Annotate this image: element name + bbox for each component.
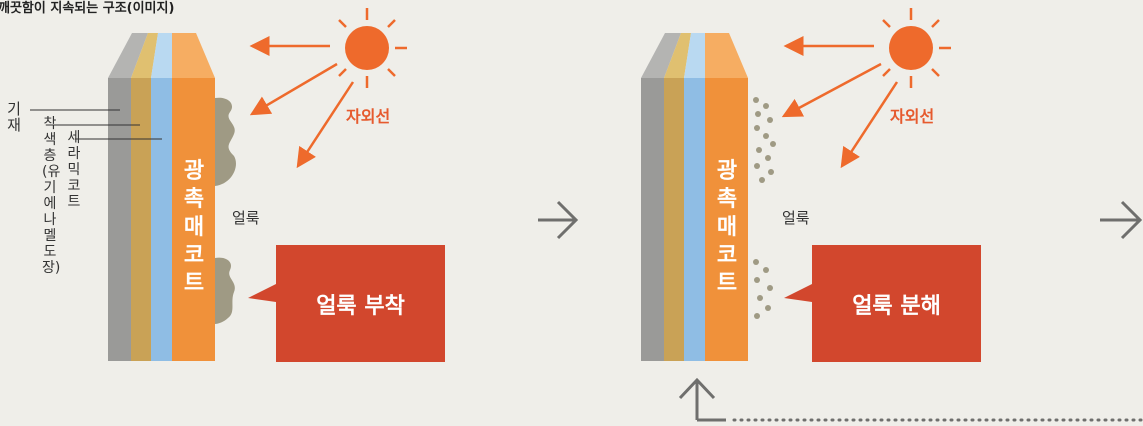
base-layer [108,78,131,361]
arrow-right-icon [538,200,579,240]
ceramic-layer [151,78,172,361]
sun-icon [882,8,951,88]
label-stain: 얼룩 [232,209,260,227]
decomposed-stain [753,97,776,319]
page-title: 깨끗함이 지속되는 구조(이미지) [0,1,175,16]
label-uv: 자외선 [346,107,391,126]
arrow-up-icon [678,377,726,422]
label-stain-2: 얼룩 [782,209,810,227]
label-base: 기재 [7,100,21,134]
label-color-layer: 착색층(유기 에나멜 도장) [42,116,61,276]
callout-box-2-label: 얼룩 분해 [852,293,941,319]
stain-1 [215,97,236,186]
callout-box-2: 얼룩 분해 [812,245,981,362]
label-photocatalyst-2: 광촉매 코트 [716,159,738,296]
arrow-right-icon [1100,200,1143,240]
callout-box-1-label: 얼룩 부착 [316,293,405,319]
panel-2-layers [641,33,748,361]
callout-box-1: 얼룩 부착 [276,245,445,362]
photocatalyst-layer [172,78,215,361]
label-ceramic: 세라믹 코트 [67,130,81,210]
panel-1-layers [108,33,215,361]
stain-2 [215,257,235,324]
sun-icon [338,8,407,88]
color-layer [131,78,151,361]
label-uv-2: 자외선 [890,107,935,126]
label-photocatalyst: 광촉매 코트 [183,159,205,296]
